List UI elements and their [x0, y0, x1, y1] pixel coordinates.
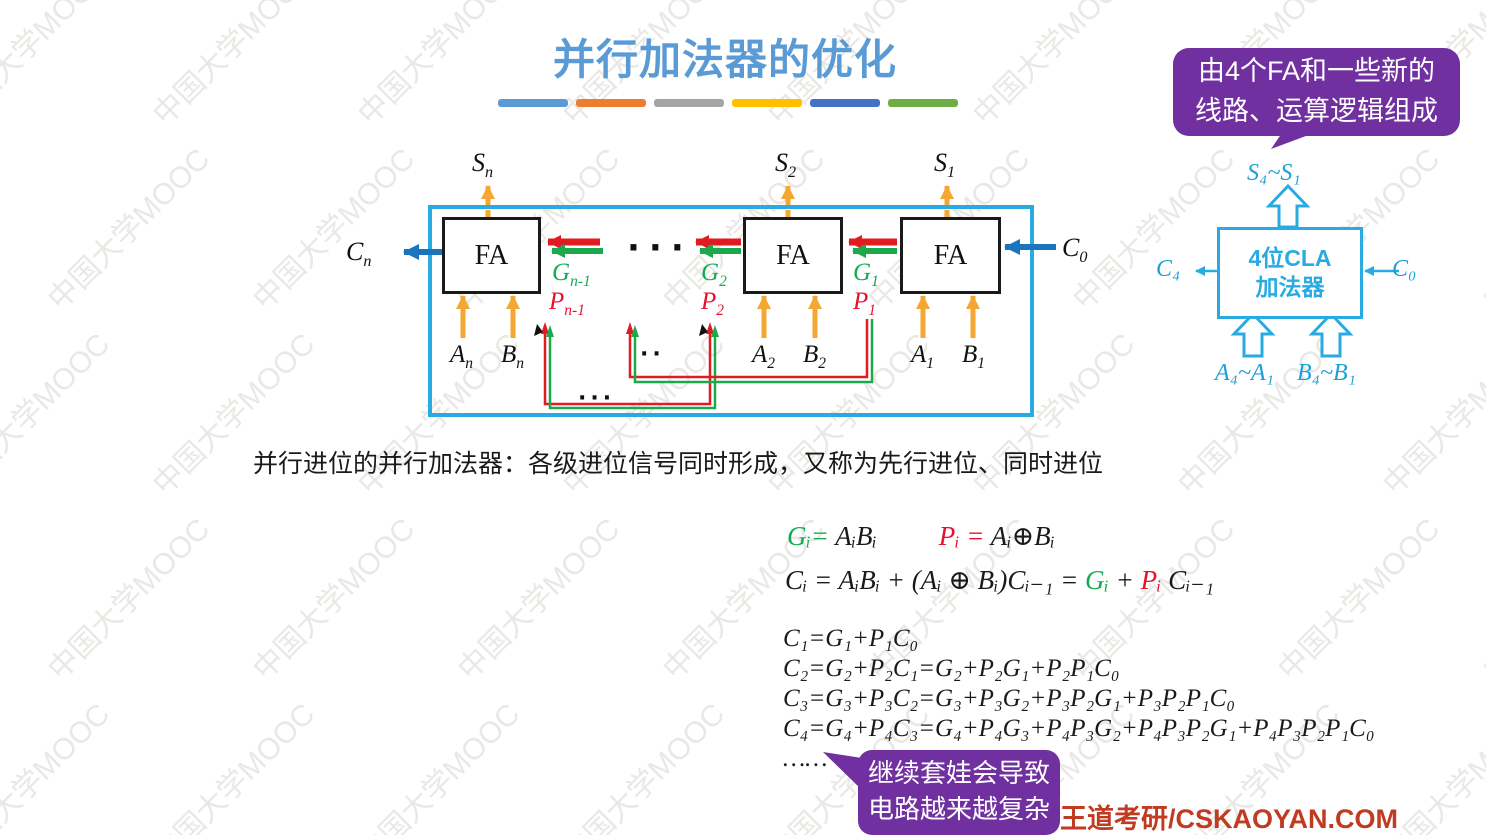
cla-box-line2: 加法器 [1255, 274, 1325, 300]
cla-box: 4位CLA 加法器 [1217, 227, 1363, 319]
callout-bottom-line1: 继续套娃会导致 [867, 758, 1050, 788]
c-def-g: Gᵢ [1085, 565, 1109, 595]
input-label-bn: Bn [501, 341, 525, 372]
sum-label-s1: S1 [934, 148, 956, 182]
cla-input-b-label: B₄~B₁ [1297, 360, 1356, 386]
bar-gray [654, 99, 724, 107]
carry-eq-4: C₄=G₄+P₄C₃=G₄+P₄G₃+P₄P₃G₂+P₄P₃P₂G₁+P₄P₃P… [783, 715, 1375, 742]
cla-box-line1: 4位CLA [1248, 245, 1332, 271]
cla-input-a-label: A₄~A₁ [1215, 360, 1274, 386]
bar-blue [498, 99, 568, 107]
g-label-2: G2 [701, 259, 727, 290]
input-label-a2: A2 [752, 341, 776, 372]
bar-green [888, 99, 958, 107]
g-label-1: G1 [853, 259, 879, 290]
input-label-b1: B1 [962, 341, 986, 372]
bar-yellow [732, 99, 802, 107]
p-def-lhs: Pᵢ = [938, 521, 985, 551]
carry-eq-ellipsis: …… [783, 745, 828, 772]
carry-in-label: C0 [1062, 233, 1088, 267]
p-label-2: P2 [701, 288, 725, 319]
input-label-an: An [450, 341, 474, 372]
cla-carry-out-label: C₄ [1156, 256, 1181, 282]
p-label-1: P1 [853, 288, 877, 319]
c-def-part1: Cᵢ = AᵢBᵢ + (Aᵢ ⊕ Bᵢ)Cᵢ₋₁ = [785, 565, 1086, 595]
carry-expansion-equations: C₁=G₁+P₁C₀ C₂=G₂+P₂C₁=G₂+P₂G₁+P₂P₁C₀ C₃=… [783, 624, 1375, 774]
callout-top-line2: 线路、运算逻辑组成 [1195, 96, 1438, 126]
g-def-rhs: AᵢBᵢ [829, 521, 877, 551]
cla-carry-in-label: C₀ [1392, 256, 1417, 282]
fa-box-n: FA [442, 217, 541, 294]
g-def-lhs: Gᵢ= [787, 521, 829, 551]
p-label-n1: Pn-1 [549, 288, 585, 319]
gp-definition-formula: Gᵢ= AᵢBᵢ Pᵢ = Aᵢ⊕Bᵢ [787, 521, 1055, 552]
callout-top-line1: 由4个FA和一些新的 [1197, 56, 1436, 86]
bar-darkblue [810, 99, 880, 107]
fa-box-1: FA [900, 217, 1001, 294]
ellipsis-between-fa: ··· [627, 228, 693, 268]
g-label-n1: Gn-1 [552, 259, 591, 290]
page-title: 并行加法器的优化 [552, 38, 897, 84]
input-label-b2: B2 [803, 341, 827, 372]
sum-label-s2: S2 [775, 148, 797, 182]
carry-eq-1: C₁=G₁+P₁C₀ [783, 625, 919, 652]
c-def-tail: Cᵢ₋₁ [1161, 565, 1214, 595]
wire-dots-upper: ·· [640, 342, 665, 367]
c-def-p: Pᵢ [1140, 565, 1162, 595]
wire-dots-lower: ··· [578, 386, 616, 411]
carry-eq-2: C₂=G₂+P₂C₁=G₂+P₂G₁+P₂P₁C₀ [783, 655, 1120, 682]
c-def-plus: + [1108, 565, 1141, 595]
callout-bottom-line2: 电路越来越复杂 [867, 794, 1050, 824]
carry-out-label: Cn [346, 237, 372, 271]
title-underline-bars [498, 99, 958, 107]
bar-orange [576, 99, 646, 107]
sum-label-sn: Sn [472, 148, 494, 182]
cla-sum-label: S₄~S₁ [1247, 160, 1301, 186]
brand-watermark: 王道考研/CSKAOYAN.COM [1060, 804, 1399, 834]
carry-eq-3: C₃=G₃+P₃C₂=G₃+P₃G₂+P₃P₂G₁+P₃P₂P₁C₀ [783, 685, 1236, 712]
carry-definition-formula: Cᵢ = AᵢBᵢ + (Aᵢ ⊕ Bᵢ)Cᵢ₋₁ = Gᵢ + Pᵢ Cᵢ₋₁ [785, 565, 1214, 596]
input-label-a1: A1 [911, 341, 935, 372]
callout-nesting-complexity: 继续套娃会导致 电路越来越复杂 [858, 750, 1060, 835]
p-def-rhs: Aᵢ⊕Bᵢ [984, 521, 1055, 551]
fa-box-2: FA [743, 217, 843, 294]
callout-cla-composition: 由4个FA和一些新的 线路、运算逻辑组成 [1173, 48, 1460, 136]
definition-sentence: 并行进位的并行加法器：各级进位信号同时形成，又称为先行进位、同时进位 [253, 451, 1104, 478]
